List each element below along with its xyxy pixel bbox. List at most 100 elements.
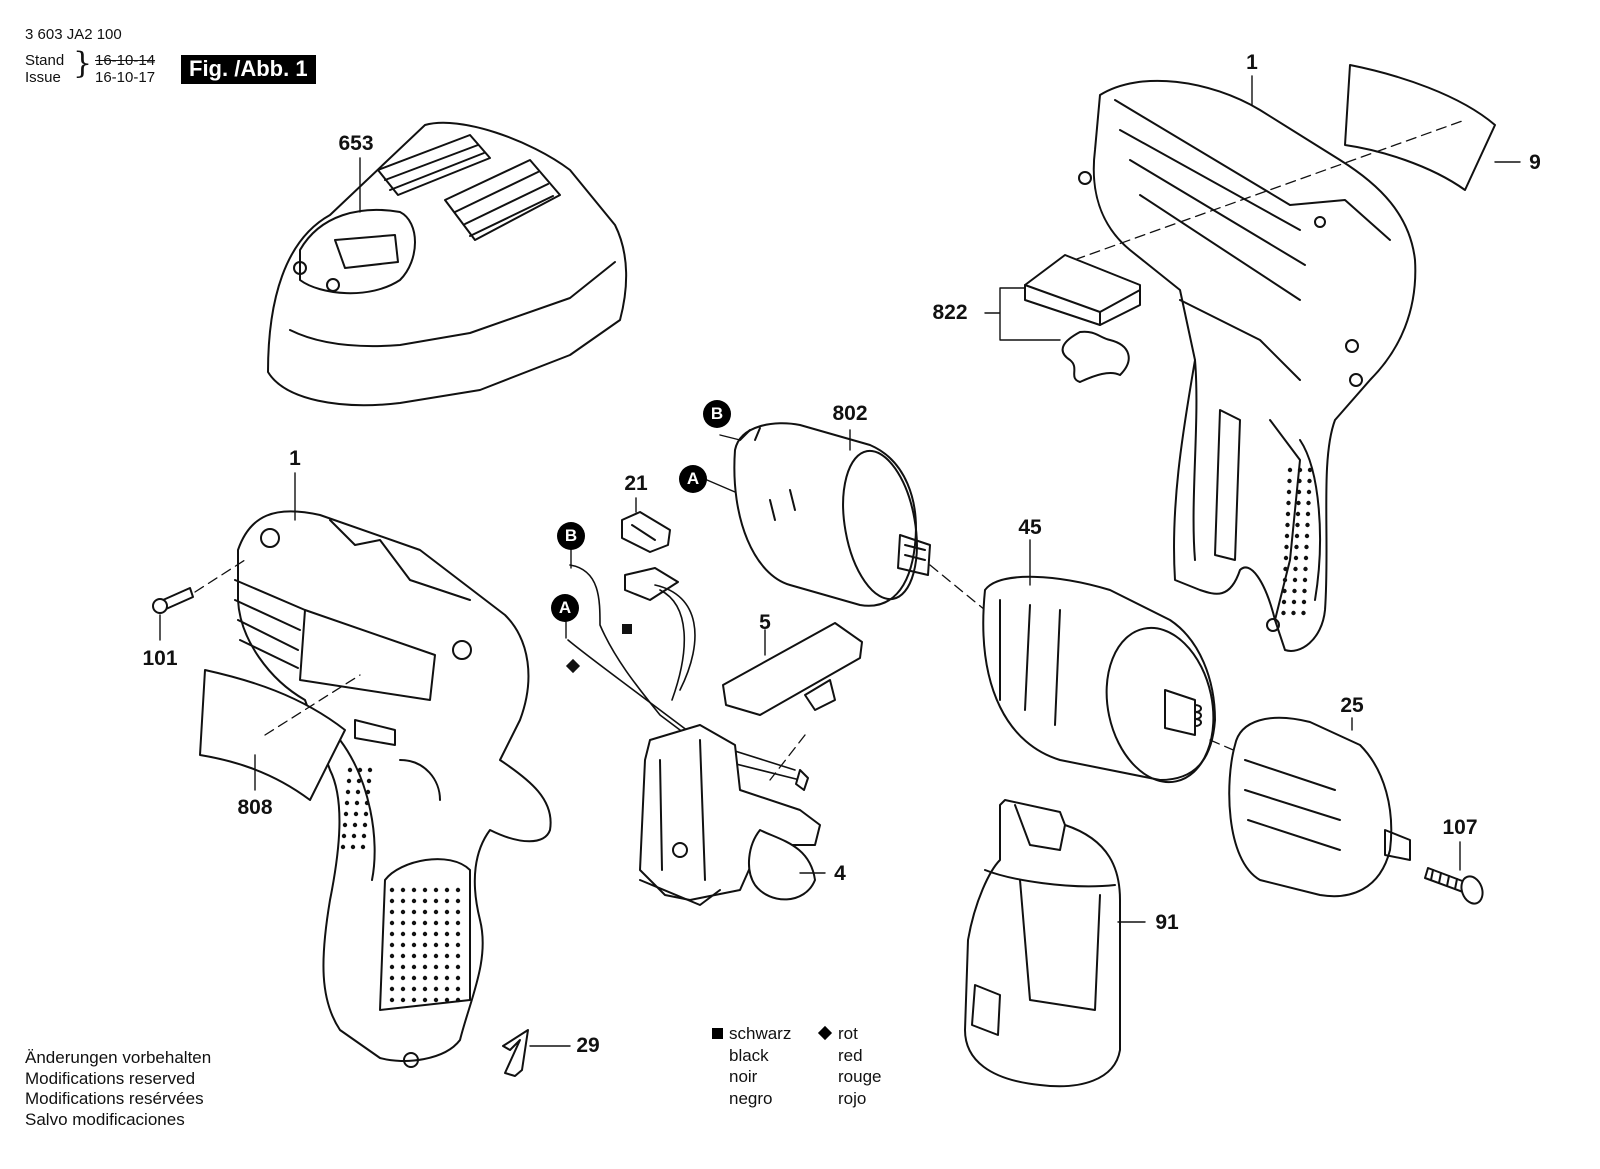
callout-45: 45 xyxy=(1018,516,1042,539)
trigger-switch-drawing xyxy=(639,724,821,906)
grip-dot xyxy=(389,986,395,992)
note-es: Salvo modificaciones xyxy=(25,1109,185,1129)
grip-dot xyxy=(455,975,461,981)
grip-dot xyxy=(1285,522,1290,528)
leader-lines xyxy=(159,75,1521,1047)
grip-dot xyxy=(411,931,417,937)
stand-label: Stand xyxy=(25,52,65,69)
grip-dot xyxy=(433,964,439,970)
legend-text: schwarz xyxy=(729,1024,792,1043)
grip-dot xyxy=(389,920,395,926)
grip-dot xyxy=(433,898,439,904)
chuck-screw-drawing xyxy=(1424,867,1484,905)
housing-screw-drawing xyxy=(152,587,194,614)
grip-dot xyxy=(411,986,417,992)
grip-dot xyxy=(1287,478,1292,484)
grip-dot xyxy=(444,964,450,970)
grip-dot xyxy=(444,909,450,915)
wire-black-indicator xyxy=(622,624,632,634)
grip-dot xyxy=(1306,500,1311,506)
grip-dot xyxy=(389,887,395,893)
switch-cover-drawing xyxy=(722,622,863,716)
grip-dot xyxy=(422,986,428,992)
grip-dot xyxy=(1303,555,1309,561)
grip-dot xyxy=(422,975,428,981)
legend-black: schwarz black noir negro xyxy=(712,1023,791,1109)
grip-dot xyxy=(389,953,395,959)
grip-dot xyxy=(1294,533,1300,539)
black-diamond-icon xyxy=(817,1025,833,1041)
grip-dot xyxy=(1281,610,1286,616)
grip-dot xyxy=(1301,599,1307,605)
grip-dot xyxy=(361,833,367,839)
grip-dot xyxy=(455,997,461,1003)
grip-dot xyxy=(444,975,450,981)
grip-dot xyxy=(354,800,360,806)
grip-dot xyxy=(433,986,439,992)
grip-dot xyxy=(433,909,439,915)
grip-dot xyxy=(343,811,349,817)
leader-dashed xyxy=(1059,119,1466,266)
grip-dot xyxy=(1307,478,1312,484)
grip-dot xyxy=(1295,522,1300,528)
grip-dot xyxy=(444,942,450,948)
grip-dot xyxy=(455,887,461,893)
grip-dot xyxy=(422,942,428,948)
nameplate-right-drawing xyxy=(1344,64,1496,191)
grip-dot xyxy=(444,931,450,937)
grip-dot xyxy=(1302,588,1307,594)
legend-red: rot red rouge rojo xyxy=(817,1023,881,1110)
grip-dot xyxy=(346,778,352,784)
grip-dot xyxy=(1286,500,1291,506)
marker-b-motor: B xyxy=(703,400,731,428)
grip-dot xyxy=(433,920,439,926)
callout-21: 21 xyxy=(624,472,648,495)
housing-half-left-drawing xyxy=(234,510,552,1068)
grip-dot xyxy=(411,887,417,893)
wire-harness-drawing xyxy=(567,564,801,781)
stand-date: 16-10-14 xyxy=(95,52,156,69)
grip-dot xyxy=(411,964,417,970)
callout-1-top: 1 xyxy=(1246,51,1258,74)
grip-dot xyxy=(400,931,406,937)
grip-dot xyxy=(455,909,461,915)
grip-dot xyxy=(1305,511,1311,517)
grip-dot xyxy=(411,975,417,981)
grip-dot xyxy=(389,964,395,970)
grip-dot xyxy=(389,909,395,915)
leader-dashed-2 xyxy=(929,564,986,611)
grip-dot xyxy=(433,997,439,1003)
legend-text: rot xyxy=(838,1024,858,1043)
grip-dot xyxy=(455,920,461,926)
direction-switch-drawing xyxy=(1024,254,1141,383)
callout-9: 9 xyxy=(1529,151,1541,174)
grip-dots xyxy=(340,467,1313,1003)
callout-653: 653 xyxy=(338,132,374,155)
grip-dot xyxy=(444,986,450,992)
figure-badge: Fig. /Abb. 1 xyxy=(181,55,316,84)
grip-dot xyxy=(422,909,428,915)
marker-a-wire: A xyxy=(551,594,579,622)
legend-row: noir xyxy=(712,1066,791,1088)
callout-1-left: 1 xyxy=(289,447,301,470)
grip-dot xyxy=(1295,511,1301,517)
chuck-drawing xyxy=(1228,716,1411,898)
gearbox-drawing xyxy=(982,575,1216,784)
leader-dashed-4 xyxy=(769,734,806,781)
grip-dot xyxy=(422,931,428,937)
grip-dot xyxy=(1282,588,1287,594)
legend-row: rojo xyxy=(818,1088,881,1110)
grip-dot xyxy=(1293,566,1298,572)
grip-dot xyxy=(351,833,357,839)
grip-dot xyxy=(1302,577,1308,583)
grip-dot xyxy=(455,986,461,992)
grip-dot xyxy=(433,953,439,959)
grip-dot xyxy=(1285,511,1291,517)
grip-dot xyxy=(347,767,353,773)
grip-dot xyxy=(400,986,406,992)
grip-dot xyxy=(422,898,428,904)
grip-dot xyxy=(1281,599,1287,605)
battery-drawing xyxy=(964,799,1121,1088)
cover-clip-drawing xyxy=(804,679,836,711)
